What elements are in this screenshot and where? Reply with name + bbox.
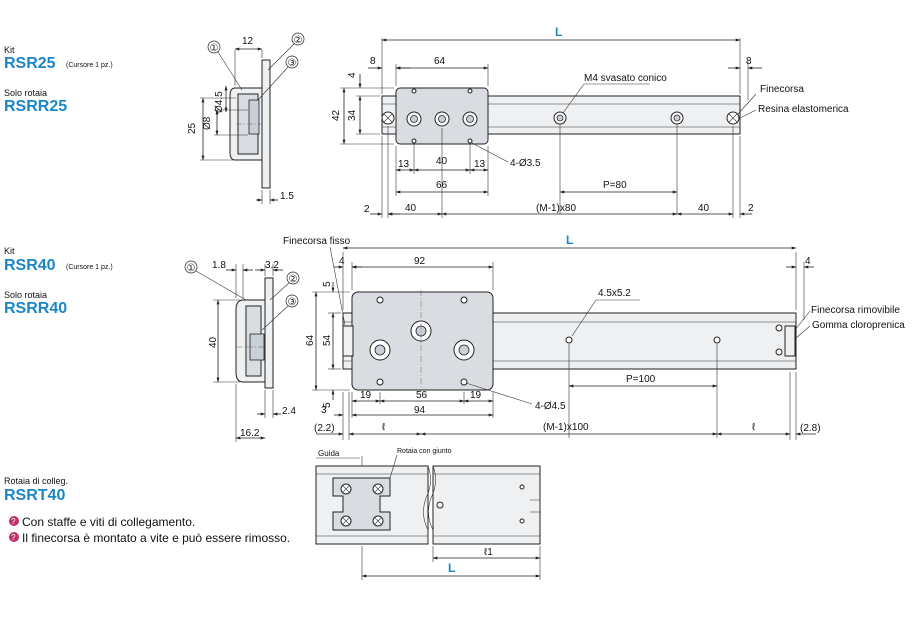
dim-1-8-left: 8 (370, 56, 376, 67)
guide-label: Guida (318, 449, 340, 458)
dim-1-8-right: 8 (746, 56, 752, 67)
callout-resin: Resina elastomerica (758, 104, 849, 115)
dim-1-13b: 13 (474, 159, 486, 170)
kit-label-2: Kit (4, 246, 15, 256)
dim-1-40-left: 40 (405, 203, 417, 214)
joint-view: Guida Rotaia con giunto ℓ1 L (315, 448, 541, 580)
dim-2-94: 94 (414, 405, 426, 416)
kit-model-1: RSR25 (4, 55, 56, 72)
dim-1-L: L (555, 25, 562, 39)
dim-1-4: 4 (347, 72, 358, 78)
dim-2-mx: (M-1)x100 (543, 422, 589, 433)
front-view-1: L 64 8 8 42 34 4 (331, 25, 849, 218)
dim-2-56: 56 (416, 390, 428, 401)
dim-2-4-right: 4 (805, 256, 811, 267)
joint-rail-label: Rotaia con giunto (397, 448, 452, 455)
dim-1-13a: 13 (398, 159, 410, 170)
dim-1-mx: (M-1)x80 (536, 203, 576, 214)
dim-2-holes: 4-Ø4.5 (535, 401, 566, 412)
kit-model-2: RSR40 (4, 257, 56, 274)
dim-side2-40: 40 (208, 336, 219, 348)
kit-note-1: (Cursore 1 pz.) (66, 62, 113, 69)
dim-2-5-bottom: 5 (322, 402, 333, 408)
callout-removable-stop: Finecorsa rimovibile (811, 305, 900, 316)
dim-2-ell-right: ℓ (752, 422, 756, 433)
marker-2-a: ① (187, 263, 196, 274)
dim-1-2-right: 2 (748, 203, 754, 214)
dim-side2-162: 16.2 (240, 428, 260, 439)
dim-2-L: L (566, 233, 573, 247)
dim-side2-32: 3.2 (265, 260, 279, 271)
joint-model: RSRT40 (4, 487, 65, 504)
dim-1-holes: 4-Ø3.5 (510, 158, 541, 169)
marker-1-a: ① (210, 43, 219, 54)
dim-1-pitch: P=80 (603, 180, 627, 191)
note-1: Con staffe e viti di collegamento. (22, 515, 195, 529)
rail-label-1: Solo rotaia (4, 88, 47, 98)
marker-1-b: ② (294, 35, 303, 46)
note-2: Il finecorsa è montato a vite e può esse… (22, 531, 290, 545)
callout-countersink: M4 svasato conico (584, 73, 667, 84)
dim-2-64: 64 (305, 334, 316, 346)
callout-rubber: Gomma cloroprenica (812, 320, 905, 331)
marker-2-b: ② (289, 274, 298, 285)
dim-1-42: 42 (331, 109, 342, 121)
notes: ? Con staffe e viti di collegamento. ? I… (9, 515, 290, 545)
front-view-2: L Finecorsa fisso 92 4 4 64 54 5 (283, 233, 905, 440)
kit-label-1: Kit (4, 45, 15, 55)
dim-2-92: 92 (414, 256, 426, 267)
kit-note-2: (Cursore 1 pz.) (66, 264, 113, 271)
dim-side1-top: 12 (242, 36, 254, 47)
rail-model-1: RSRR25 (4, 98, 67, 115)
dim-1-34: 34 (347, 109, 358, 121)
dim-side1-25: 25 (187, 122, 198, 134)
callout-stop-1: Finecorsa (760, 84, 804, 95)
dim-2-4-left: 4 (339, 256, 345, 267)
rail-label-2: Solo rotaia (4, 290, 47, 300)
svg-text:?: ? (11, 517, 16, 526)
side-view-1: 12 25 Ø8 Ø4.5 1.5 ① ② ③ (187, 32, 305, 204)
section-rsrt40: Rotaia di colleg. RSRT40 ? Con staffe e … (4, 448, 541, 580)
note-icon-1 (9, 516, 19, 526)
section-rsr25: Kit RSR25 (Cursore 1 pz.) Solo rotaia RS… (4, 25, 849, 218)
svg-text:?: ? (11, 533, 16, 542)
callout-fixed-stop: Finecorsa fisso (283, 236, 351, 247)
dim-2-28: (2.8) (800, 423, 821, 434)
dim-2-54: 54 (322, 334, 333, 346)
dim-2-5-top: 5 (322, 281, 333, 287)
side-view-2: 40 1.8 3.2 2.4 16.2 ① ② ③ (184, 260, 300, 442)
rail-model-2: RSRR40 (4, 300, 67, 317)
dim-2-19a: 19 (360, 390, 372, 401)
dim-side2-18: 1.8 (212, 260, 226, 271)
joint-label: Rotaia di colleg. (4, 476, 68, 486)
dim-3-L: L (448, 561, 455, 575)
dim-side2-24: 2.4 (282, 406, 296, 417)
note-icon-2 (9, 532, 19, 542)
dim-2-3: 3 (321, 405, 327, 416)
dim-side1-d8: Ø8 (202, 116, 213, 130)
dim-side1-bottom: 1.5 (280, 191, 294, 202)
dim-2-slot: 4.5x5.2 (598, 288, 631, 299)
dim-1-2-left: 2 (364, 204, 370, 215)
section-rsr40: Kit RSR40 (Cursore 1 pz.) Solo rotaia RS… (4, 233, 905, 442)
dim-2-ell-left: ℓ (382, 422, 386, 433)
dim-1-64: 64 (434, 56, 446, 67)
marker-1-c: ③ (288, 58, 297, 69)
dim-side1-d45: Ø4.5 (214, 91, 225, 113)
dim-2-22: (2.2) (314, 423, 335, 434)
marker-2-c: ③ (288, 297, 297, 308)
dim-3-ell1: ℓ1 (484, 547, 493, 558)
dim-2-19b: 19 (470, 390, 482, 401)
dim-2-pitch: P=100 (626, 374, 656, 385)
dim-1-40-right: 40 (698, 203, 710, 214)
